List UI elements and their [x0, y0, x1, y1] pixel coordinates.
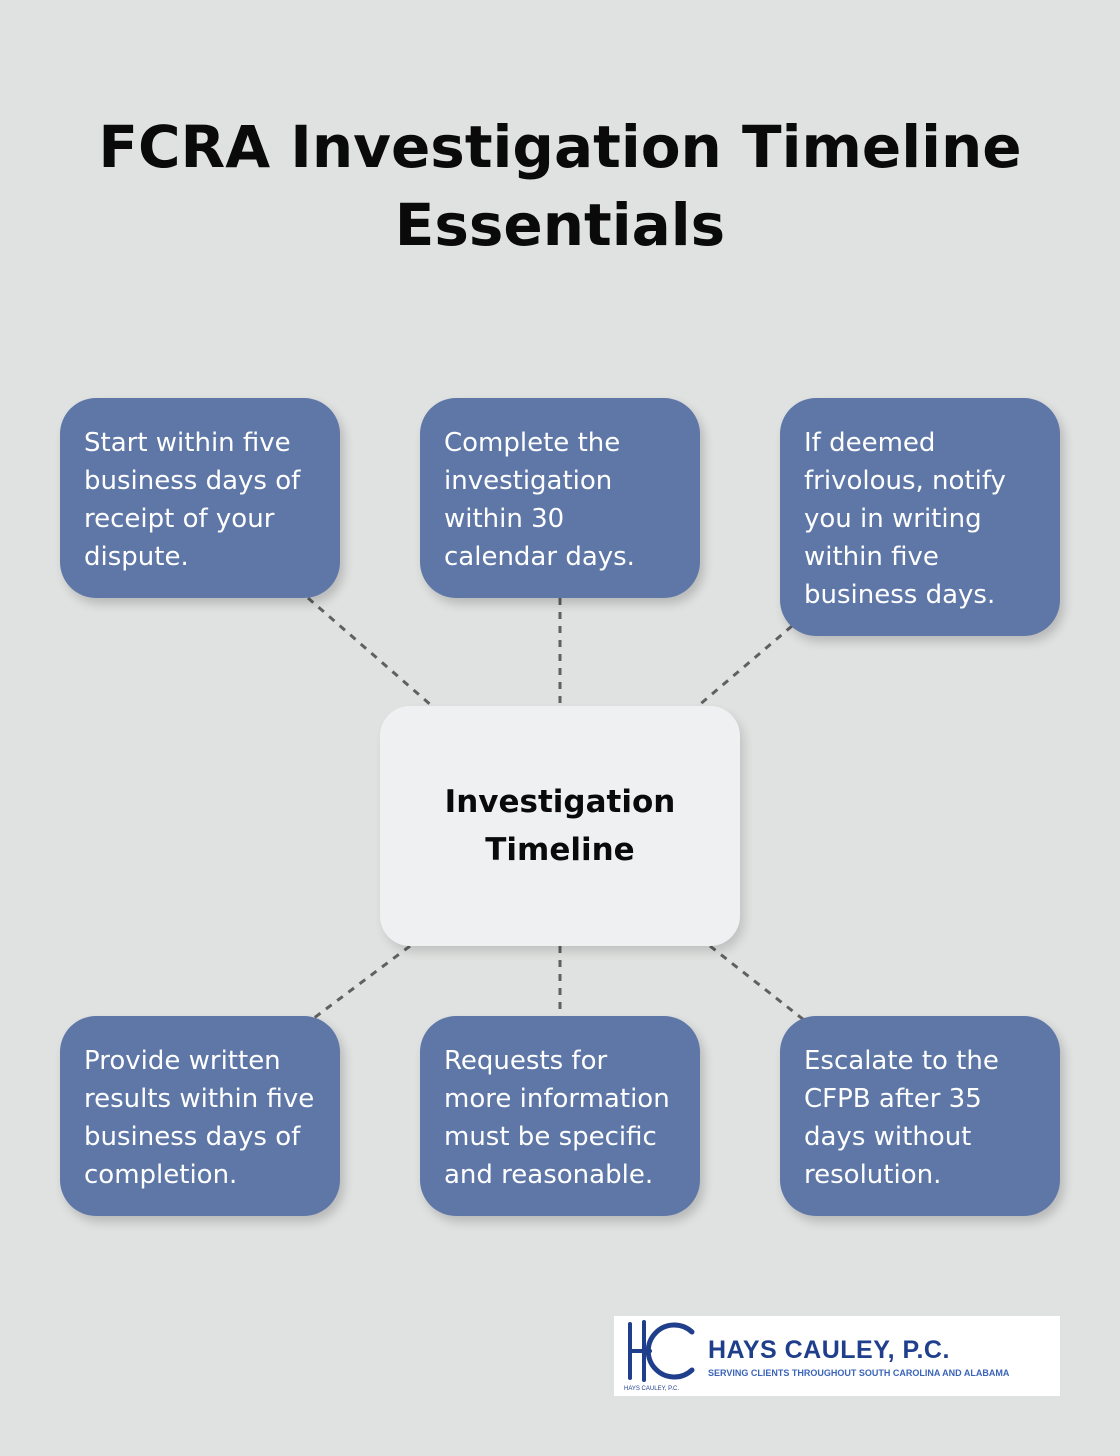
node-start-investigation: Start within five business days of recei…: [60, 398, 340, 598]
connector-bottom-left: [313, 944, 411, 1020]
logo-small-text: HAYS CAULEY, P.C.: [624, 1386, 680, 1392]
page-title: FCRA Investigation Timeline Essentials: [98, 113, 1022, 259]
node-frivolous-notice: If deemed frivolous, notify you in writi…: [780, 398, 1060, 636]
node-text: Start within five business days of recei…: [84, 428, 301, 572]
node-text: Requests for more information must be sp…: [444, 1046, 670, 1190]
hc-monogram-icon: [628, 1320, 695, 1382]
node-complete-investigation: Complete the investigation within 30 cal…: [420, 398, 700, 598]
logo-company-name: HAYS CAULEY, P.C.: [708, 1336, 950, 1364]
node-information-requests: Requests for more information must be sp…: [420, 1016, 700, 1216]
center-node: Investigation Timeline: [380, 706, 740, 946]
connector-top-right: [697, 624, 793, 708]
company-logo: HAYS CAULEY, P.C. SERVING CLIENTS THROUG…: [614, 1316, 1060, 1396]
node-escalate-cfpb: Escalate to the CFPB after 35 days witho…: [780, 1016, 1060, 1216]
center-label: Investigation Timeline: [444, 784, 676, 868]
logo-tagline: SERVING CLIENTS THROUGHOUT SOUTH CAROLIN…: [708, 1368, 1010, 1378]
node-written-results: Provide written results within five busi…: [60, 1016, 340, 1216]
connector-bottom-right: [709, 944, 805, 1022]
node-text: Escalate to the CFPB after 35 days witho…: [804, 1046, 999, 1190]
node-text: Complete the investigation within 30 cal…: [444, 428, 635, 572]
node-text: Provide written results within five busi…: [84, 1046, 315, 1190]
node-text: If deemed frivolous, notify you in writi…: [804, 428, 1006, 610]
connector-top-left: [307, 596, 433, 708]
